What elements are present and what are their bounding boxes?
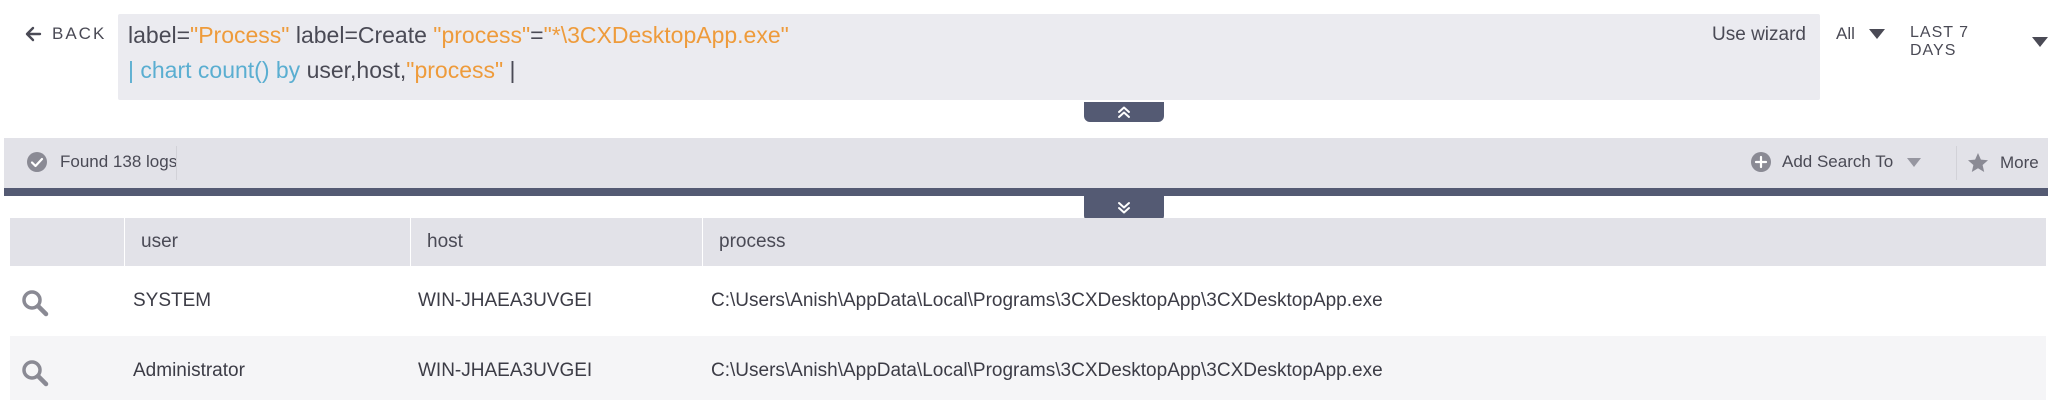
star-icon [1968,153,1988,172]
time-range-label: LAST 7 DAYS [1910,24,1970,59]
cell-host: WIN-JHAEA3UVGEI [418,360,593,381]
query-line-2: | chart count() by user,host,"process" | [128,57,516,84]
query-token-string: "process" [406,57,504,83]
scope-filter-dropdown[interactable]: All [1836,24,1885,44]
found-count: Found 138 logs [26,151,177,173]
expand-results-button[interactable] [1084,196,1164,220]
add-search-to-button[interactable]: Add Search To [1750,151,1922,173]
column-header-process[interactable]: process [702,218,2046,266]
column-header-actions [10,218,124,266]
time-range-dropdown[interactable]: LAST 7 DAYS [1910,24,2048,60]
toolbar-divider [176,146,177,180]
query-token-string: "process" [433,22,531,48]
column-header-host[interactable]: host [410,218,702,266]
query-token-keyword: | [128,57,141,83]
add-search-to-label: Add Search To [1782,152,1894,171]
chevron-double-down-icon [1118,202,1130,214]
cell-process: C:\Users\Anish\AppData\Local\Programs\3C… [711,360,1383,381]
query-header: BACK label="Process" label=Create "proce… [0,0,2048,138]
query-editor[interactable]: label="Process" label=Create "process"="… [118,14,1820,100]
query-token-plain: user,host, [306,57,407,83]
query-token-string: "*\3CXDesktopApp.exe" [543,22,789,48]
query-token-keyword: by [269,57,307,83]
scope-filter-label: All [1836,24,1855,43]
cell-host: WIN-JHAEA3UVGEI [418,290,593,311]
column-header-user[interactable]: user [124,218,410,266]
more-button[interactable]: More [1966,151,2039,175]
results-divider-bar [4,188,2048,196]
query-token-plain: label=Create [289,22,434,48]
query-token-plain: = [530,22,544,48]
toolbar-divider [1956,146,1957,180]
back-label: BACK [52,24,107,43]
arrow-left-icon [25,26,42,42]
table-row: Administrator WIN-JHAEA3UVGEI C:\Users\A… [10,336,2046,400]
caret-down-icon [1868,29,1885,39]
query-token-plain: label= [128,22,191,48]
search-icon[interactable] [20,288,50,318]
caret-down-icon [2032,37,2048,47]
query-token-plain: | [503,57,516,83]
results-toolbar: Found 138 logs Add Search To More [0,138,2048,188]
query-token-keyword: chart count() [140,57,270,83]
table-header: user host process [10,218,2046,266]
collapse-query-button[interactable] [1084,102,1164,122]
query-line-1: label="Process" label=Create "process"="… [128,22,789,49]
cell-process: C:\Users\Anish\AppData\Local\Programs\3C… [711,290,1383,311]
more-label: More [2000,153,2039,172]
results-table: user host process SYSTEM WIN-JHAEA3UVGEI… [10,218,2046,400]
back-button[interactable]: BACK [24,24,106,44]
chevron-double-up-icon [1118,106,1130,118]
cell-user: SYSTEM [133,290,212,311]
query-token-string: "Process" [190,22,290,48]
use-wizard-button[interactable]: Use wizard [1712,24,1806,45]
cell-user: Administrator [133,360,245,381]
plus-circle-icon [1751,152,1771,172]
search-icon[interactable] [20,358,50,388]
found-count-label: Found 138 logs [60,152,178,171]
table-row: SYSTEM WIN-JHAEA3UVGEI C:\Users\Anish\Ap… [10,266,2046,336]
caret-down-icon [1907,157,1922,167]
check-circle-icon [27,152,47,172]
